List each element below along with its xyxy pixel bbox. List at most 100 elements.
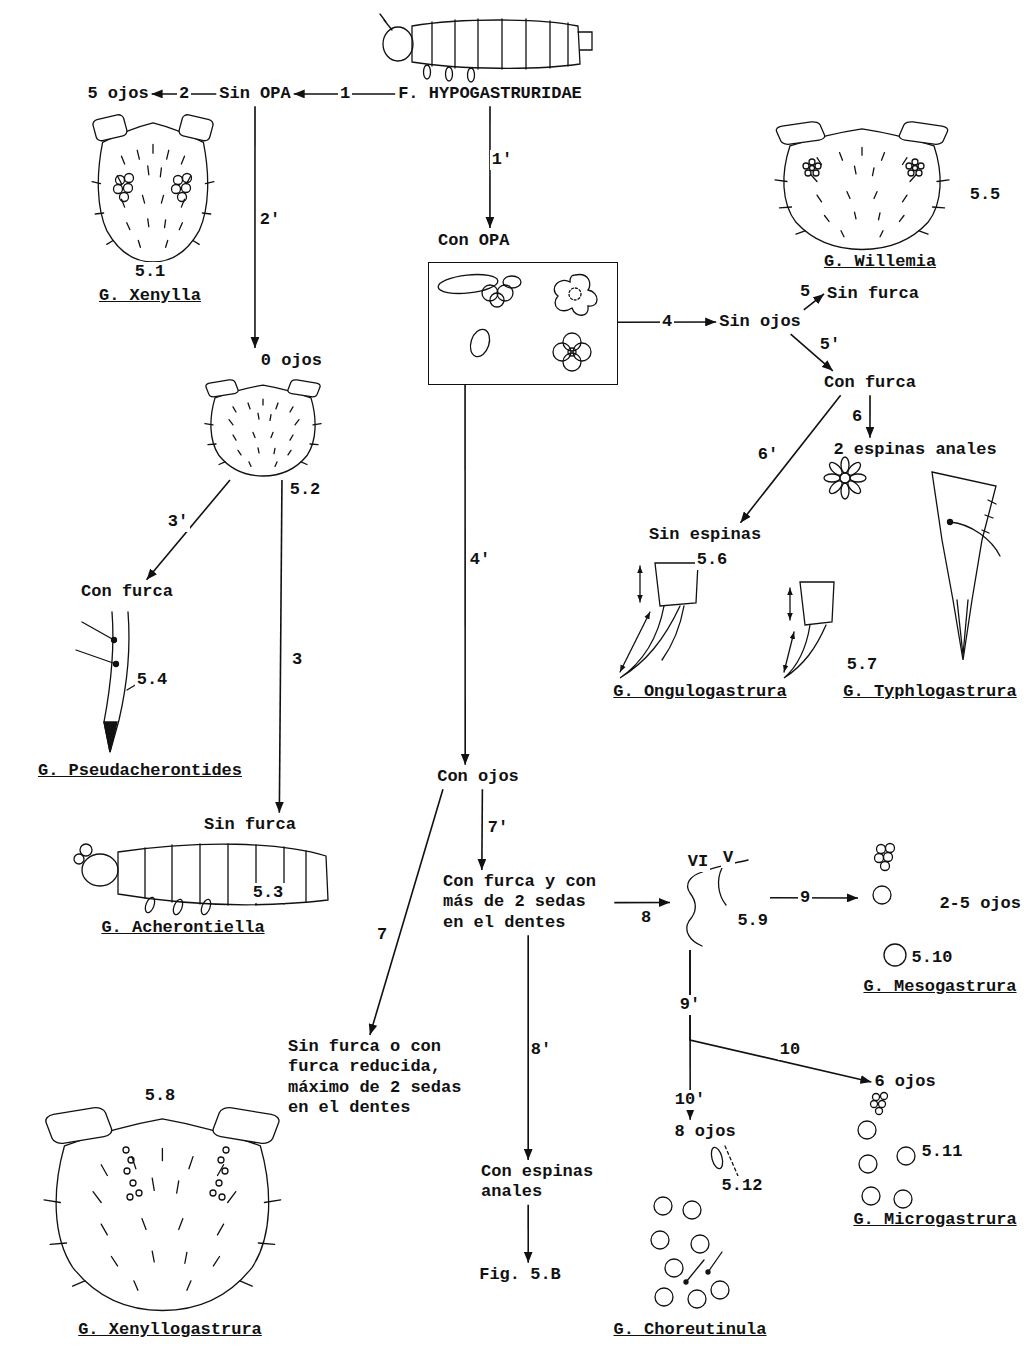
opa-rosette bbox=[913, 166, 918, 171]
springtail-habitus bbox=[432, 19, 568, 69]
key-arrow bbox=[527, 1205, 529, 1263]
body-5-3 bbox=[172, 898, 185, 916]
genus-name: G. Choreutinula bbox=[610, 1318, 769, 1342]
step-number: 5 bbox=[798, 282, 812, 302]
key-step: Sin espinas bbox=[646, 523, 764, 547]
key-arrow bbox=[770, 897, 858, 899]
key-step: Sin furca bbox=[201, 813, 299, 837]
eye-cluster bbox=[174, 176, 183, 185]
step-number: 9 bbox=[798, 888, 812, 908]
figure-number: 5.4 bbox=[135, 670, 170, 690]
genus-name: G. Xenylla bbox=[96, 284, 204, 308]
figure-number: 5.5 bbox=[968, 185, 1003, 205]
eye-cluster bbox=[114, 185, 123, 194]
opa-shapes bbox=[467, 327, 493, 359]
eyes-5-12 bbox=[686, 1252, 722, 1282]
pso-5-7 bbox=[824, 457, 866, 499]
label-holder: 5.12 bbox=[720, 1176, 765, 1196]
step-number: 2 bbox=[177, 84, 191, 104]
anal-segment bbox=[932, 472, 1000, 660]
springtail-habitus bbox=[446, 67, 453, 81]
key-arrow bbox=[147, 480, 230, 580]
eye-cluster bbox=[172, 185, 181, 194]
node-text: G. Xenylla bbox=[99, 286, 201, 306]
key-step: Con ojos bbox=[434, 765, 522, 789]
edge-label-holder: 3' bbox=[166, 512, 190, 532]
key-arrow bbox=[279, 480, 282, 813]
eyes-5-11 bbox=[858, 1093, 915, 1209]
springtail-habitus bbox=[468, 68, 475, 82]
eyes-5-12 bbox=[654, 1197, 672, 1215]
node-text: Sin ojos bbox=[719, 312, 801, 332]
key-arrow bbox=[464, 385, 466, 765]
body-5-3 bbox=[118, 844, 328, 905]
eye-rows bbox=[128, 1157, 134, 1163]
node-text: G. Microgastrura bbox=[853, 1210, 1016, 1230]
eyes-5-12 bbox=[709, 1146, 724, 1170]
key-step: Sin ojos bbox=[716, 310, 804, 334]
opa-rosette bbox=[809, 159, 815, 165]
eyes-5-11 bbox=[862, 1187, 880, 1205]
figure-number: 5.2 bbox=[288, 480, 323, 500]
eyes-5-12 bbox=[651, 1146, 738, 1308]
key-step: Con furca y con más de 2 sedas en el den… bbox=[440, 870, 614, 935]
anal-segment bbox=[950, 522, 1000, 556]
eyes-5-12 bbox=[688, 1290, 706, 1308]
eyes-5-11 bbox=[859, 1155, 877, 1173]
label-holder: 5.3 bbox=[251, 883, 286, 903]
eyes-5-11 bbox=[881, 1093, 888, 1100]
opa-rosette bbox=[815, 163, 821, 169]
key-step: Con furca bbox=[821, 371, 919, 395]
key-step: 8 ojos bbox=[671, 1120, 738, 1144]
opa-shapes bbox=[490, 293, 504, 307]
eye-rows bbox=[222, 1168, 228, 1174]
eyes-5-11 bbox=[894, 1190, 912, 1208]
claw-5-6 bbox=[620, 563, 698, 678]
node-text: Sin furca bbox=[204, 815, 296, 835]
body-5-3 bbox=[74, 844, 328, 916]
node-text: 2 espinas anales bbox=[833, 440, 996, 460]
key-arrow bbox=[690, 950, 871, 1082]
step-number: 3' bbox=[166, 512, 190, 532]
furca-5-4 bbox=[76, 622, 137, 690]
eyes-5-11 bbox=[879, 1101, 886, 1108]
furca-5-4 bbox=[76, 612, 137, 752]
key-step: Con furca bbox=[78, 580, 176, 604]
key-step: 0 ojos bbox=[198, 348, 326, 480]
key-arrow bbox=[869, 395, 871, 438]
family-name: F. HYPOGASTRURIDAE bbox=[395, 82, 585, 106]
genus-name: G. Acherontiella bbox=[98, 916, 267, 940]
step-number: 5' bbox=[818, 335, 842, 355]
figure-number: 5.12 bbox=[720, 1176, 765, 1196]
step-number: 9' bbox=[678, 995, 702, 1015]
node-text: Con OPA bbox=[438, 231, 608, 251]
body-5-3 bbox=[74, 854, 84, 864]
label-holder: VI bbox=[686, 852, 710, 872]
body-5-3 bbox=[82, 854, 118, 886]
node-text: 5 ojos bbox=[87, 84, 148, 104]
opa-rosette bbox=[918, 163, 924, 169]
segment-5-9 bbox=[719, 868, 726, 905]
eyes-5-11 bbox=[876, 1108, 883, 1115]
eye-cluster bbox=[125, 174, 134, 183]
eyes-5-12 bbox=[725, 1146, 738, 1176]
key-step: Fig. 5.B bbox=[476, 1263, 564, 1287]
key-arrow bbox=[254, 106, 256, 348]
node-text: G. Choreutinula bbox=[613, 1320, 766, 1340]
label-holder: 5.10 bbox=[910, 948, 955, 968]
label-holder: 5.2 bbox=[288, 480, 323, 500]
eyes-5-12 bbox=[684, 1280, 688, 1284]
opa-shapes bbox=[568, 348, 576, 356]
figure-number: 5.3 bbox=[251, 883, 286, 903]
opa-rosette bbox=[803, 159, 924, 176]
head-5-8 bbox=[44, 1106, 282, 1310]
edge-label-holder: 10' bbox=[673, 1090, 708, 1110]
node-text: Con furca bbox=[81, 582, 173, 602]
eye-rows bbox=[216, 1180, 222, 1186]
opa-rosette bbox=[912, 159, 918, 165]
eye-rows bbox=[136, 1190, 142, 1196]
furca-5-4 bbox=[104, 722, 117, 752]
anal-segment bbox=[948, 520, 953, 525]
eyes-2-5 bbox=[873, 886, 891, 904]
